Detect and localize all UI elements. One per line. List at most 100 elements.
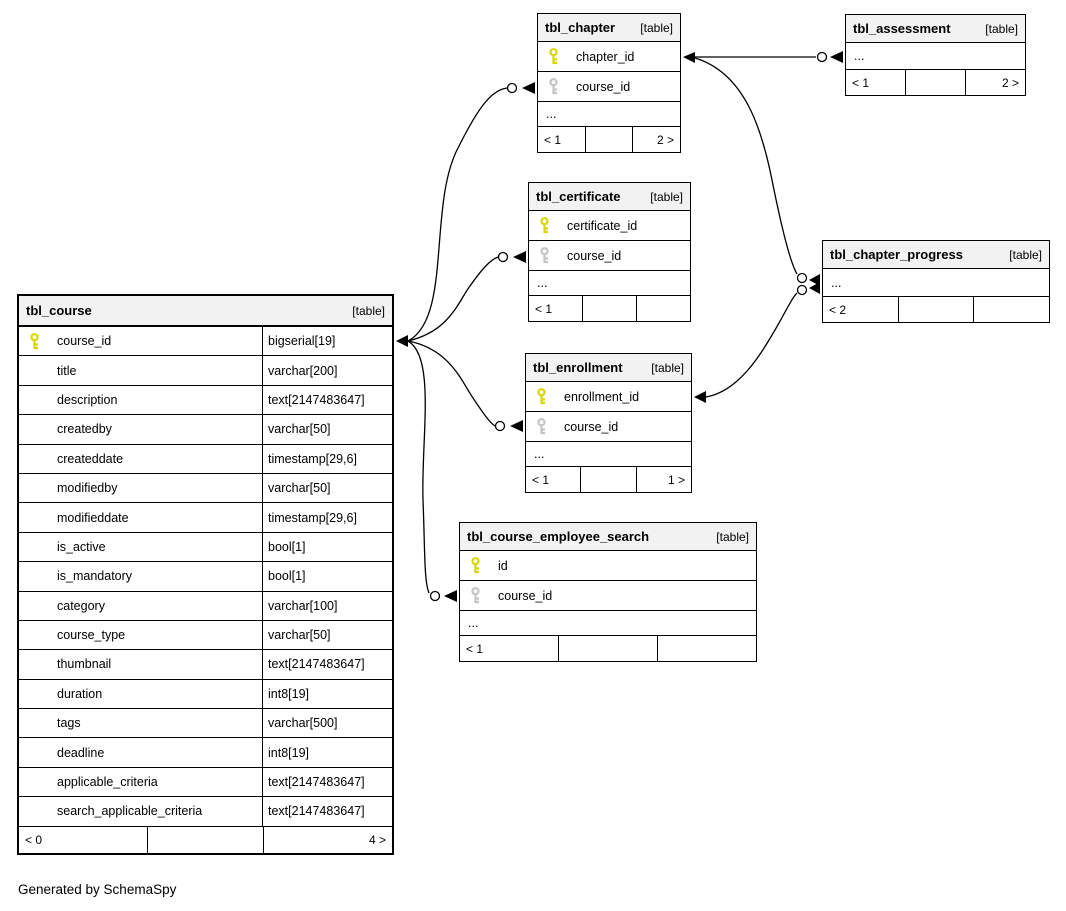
ellipsis-text: ... [831, 275, 842, 290]
table-name: tbl_course_employee_search [467, 529, 650, 544]
column-name: createddate [57, 451, 124, 466]
column-type: varchar[100] [262, 591, 392, 620]
ellipsis-row: ... [526, 442, 691, 467]
rel-line [694, 57, 798, 275]
table-tbl-course[interactable]: tbl_course [table] course_id bigserial[1… [17, 294, 394, 855]
zero-many-circle [816, 51, 828, 63]
column-row: duration int8[19] [19, 679, 392, 710]
column-name: id [498, 558, 508, 573]
table-tbl-chapter-progress[interactable]: tbl_chapter_progress [table] ... < 2 [822, 240, 1050, 323]
table-header[interactable]: tbl_course_employee_search [table] [460, 523, 756, 551]
rel-line [407, 87, 508, 342]
column-name: category [57, 598, 105, 613]
ellipsis-row: ... [823, 269, 1049, 297]
table-header[interactable]: tbl_course [table] [19, 296, 392, 327]
column-row: search_applicable_criteria text[21474836… [19, 797, 392, 827]
rel-course-employee-search [407, 340, 457, 602]
zero-many-circle [429, 590, 441, 602]
table-type-badge: [table] [640, 20, 673, 35]
zero-many-circle [796, 272, 808, 284]
rel-chapter-assessment [695, 51, 843, 63]
table-header[interactable]: tbl_assessment [table] [846, 15, 1025, 43]
table-name: tbl_assessment [853, 21, 951, 36]
column-type: text[2147483647] [262, 650, 392, 679]
related-count-right [658, 636, 756, 661]
table-footer: < 1 [460, 636, 756, 661]
table-type-badge: [table] [716, 529, 749, 544]
rel-line [407, 340, 430, 594]
rel-course-chapter [407, 82, 535, 342]
table-tbl-enrollment[interactable]: tbl_enrollment [table] enrollment_id cou… [525, 353, 692, 493]
column-name: title [57, 363, 77, 378]
fk-arrowhead [830, 51, 843, 63]
footer-middle-cell [559, 636, 658, 661]
table-header[interactable]: tbl_enrollment [table] [526, 354, 691, 382]
table-tbl-chapter[interactable]: tbl_chapter [table] chapter_id course_id… [537, 13, 681, 153]
fk-arrowhead [444, 590, 457, 602]
column-type: varchar[50] [262, 620, 392, 650]
column-type: int8[19] [262, 679, 392, 709]
column-type: bigserial[19] [262, 327, 392, 356]
footer-middle-cell [906, 70, 966, 95]
primary-key-icon [536, 388, 548, 405]
table-tbl-course-employee-search[interactable]: tbl_course_employee_search [table] id co… [459, 522, 757, 662]
rel-course-enrollment [407, 340, 523, 432]
related-count-left: < 1 [846, 70, 906, 95]
column-name: applicable_criteria [57, 775, 158, 790]
ellipsis-row: ... [529, 271, 690, 296]
rel-line [705, 292, 798, 398]
column-type: varchar[50] [262, 473, 392, 503]
column-name: createdby [57, 422, 112, 437]
foreign-key-icon [536, 418, 548, 435]
column-row: course_id bigserial[19] [19, 327, 392, 357]
table-tbl-certificate[interactable]: tbl_certificate [table] certificate_id c… [528, 182, 691, 322]
related-count-right [974, 297, 1049, 322]
table-name: tbl_enrollment [533, 360, 623, 375]
column-name: modifieddate [57, 510, 129, 525]
column-type: varchar[500] [262, 709, 392, 738]
table-type-badge: [table] [352, 303, 385, 318]
ellipsis-text: ... [468, 616, 479, 630]
column-row: tags varchar[500] [19, 709, 392, 739]
column-name: modifiedby [57, 481, 118, 496]
table-footer: < 1 1 > [526, 467, 691, 492]
generator-note: Generated by SchemaSpy [18, 882, 177, 897]
column-name: course_type [57, 628, 126, 643]
fk-arrowhead [809, 282, 820, 294]
zero-many-circle [796, 284, 808, 296]
related-count-right [637, 296, 690, 321]
related-count-left: < 1 [526, 467, 582, 492]
ellipsis-text: ... [546, 107, 557, 121]
column-row: id [460, 551, 756, 581]
foreign-key-icon [470, 587, 482, 604]
column-type: timestamp[29,6] [262, 503, 392, 532]
ellipsis-row: ... [846, 43, 1025, 70]
table-header[interactable]: tbl_chapter [table] [538, 14, 680, 42]
table-header[interactable]: tbl_certificate [table] [529, 183, 690, 211]
column-row: thumbnail text[2147483647] [19, 650, 392, 680]
column-row: course_id [526, 412, 691, 442]
column-name: duration [57, 686, 103, 701]
table-name: tbl_certificate [536, 189, 621, 204]
fk-arrowhead [809, 274, 820, 286]
column-name: tags [57, 716, 81, 731]
related-count-right: 4 > [368, 832, 386, 847]
column-row: course_id [538, 72, 680, 102]
column-name: is_active [57, 539, 106, 554]
related-count-left: < 2 [823, 297, 899, 322]
table-type-badge: [table] [1009, 247, 1042, 262]
column-row: createddate timestamp[29,6] [19, 444, 392, 474]
column-row: applicable_criteria text[2147483647] [19, 767, 392, 798]
rel-enrollment-chapter-progress [705, 282, 820, 398]
column-name: description [57, 392, 118, 407]
related-count-left: < 1 [538, 127, 586, 152]
table-tbl-assessment[interactable]: tbl_assessment [table] ... < 1 2 > [845, 14, 1026, 96]
column-row: certificate_id [529, 211, 690, 241]
table-header[interactable]: tbl_chapter_progress [table] [823, 241, 1049, 269]
table-name: tbl_chapter [545, 20, 616, 35]
related-count-left: < 1 [460, 636, 559, 661]
rel-line [407, 256, 499, 342]
rel-line [407, 340, 496, 427]
column-name: chapter_id [576, 49, 635, 64]
column-row: category varchar[100] [19, 591, 392, 621]
